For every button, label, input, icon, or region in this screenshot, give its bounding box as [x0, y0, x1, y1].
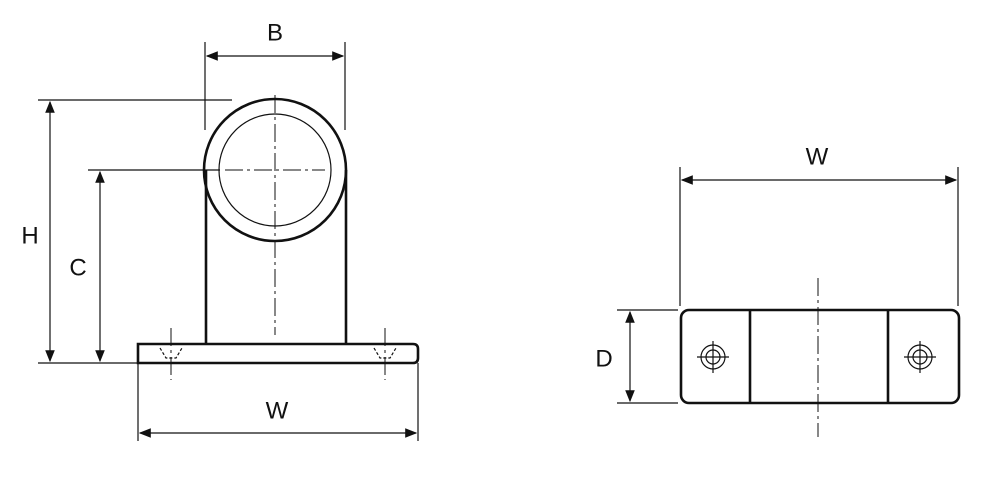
- label-h: H: [21, 222, 38, 249]
- label-b: B: [267, 19, 283, 46]
- base-plate: [136, 342, 420, 365]
- label-w-front: W: [266, 397, 289, 424]
- right-bolt-hole: [904, 341, 936, 373]
- label-d: D: [595, 345, 612, 372]
- top-view: W D: [595, 143, 961, 437]
- label-w-top: W: [806, 143, 829, 170]
- label-c: C: [69, 254, 86, 281]
- front-view: B H C W: [21, 19, 420, 441]
- top-base-plate: [679, 308, 961, 405]
- left-bolt-hole: [697, 341, 729, 373]
